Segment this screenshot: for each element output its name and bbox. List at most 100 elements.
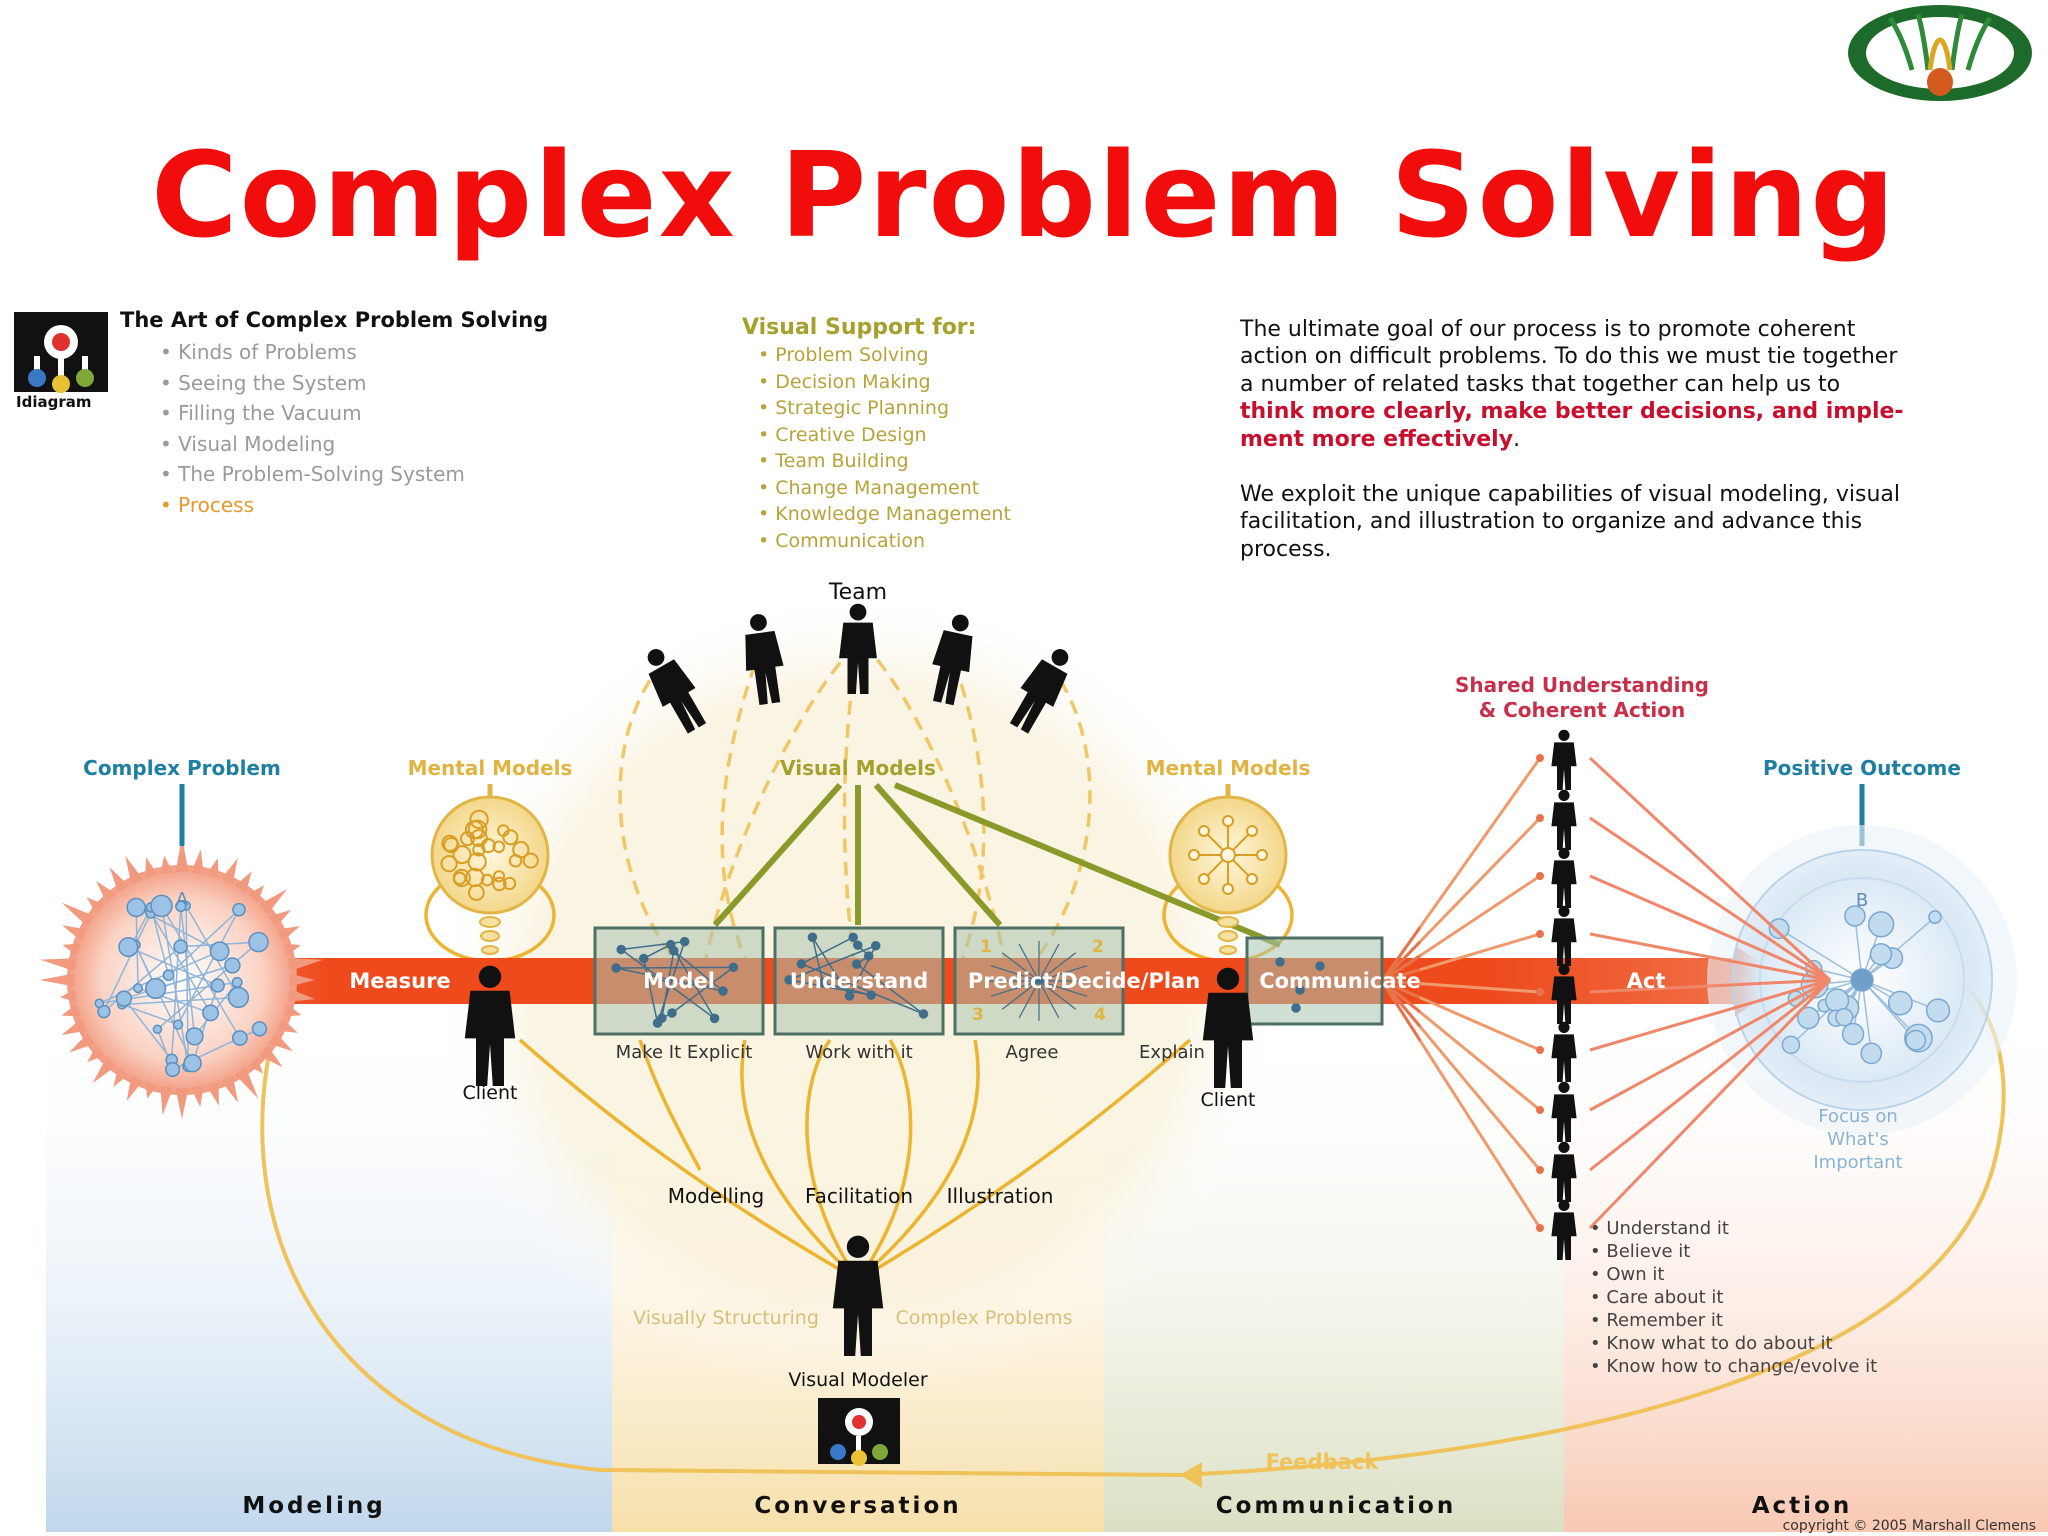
burst-link [103, 912, 152, 1012]
decision-ray [1038, 980, 1077, 1010]
return-arrow [1381, 954, 1421, 983]
return-arrow [1381, 979, 1421, 999]
visual-modeler-person [832, 1235, 884, 1356]
team-member [839, 603, 877, 694]
box-network-link [670, 944, 716, 1019]
box-network-node [667, 1008, 677, 1018]
modelling-label: Modelling [668, 1184, 765, 1208]
box-network-link [801, 963, 924, 1015]
person-head [1558, 789, 1570, 801]
arrow-tip [1536, 1224, 1544, 1232]
person-head [647, 649, 665, 666]
team-member [1009, 649, 1069, 734]
burst-node [162, 969, 175, 982]
box-network-node [679, 936, 690, 947]
person-body [1551, 1034, 1577, 1082]
person-body [1551, 976, 1577, 1024]
idiagram-item[interactable]: • Kinds of Problems [160, 340, 357, 364]
burst-node [248, 931, 269, 953]
outcome-node [1844, 905, 1866, 927]
mental-models-left-label: Mental Models [408, 756, 573, 780]
mental-model-bubble [469, 809, 489, 830]
person-head [478, 965, 502, 988]
burst-spike [145, 857, 158, 879]
burst-link [134, 944, 194, 1064]
burst-spike [259, 1045, 283, 1068]
idiagram-logo-text: Idiagram [16, 393, 91, 411]
burst-node [164, 1061, 181, 1078]
burst-spike [206, 858, 219, 879]
box-network-link [811, 936, 851, 997]
person-body [932, 630, 973, 706]
quadrant-2: 2 [1092, 937, 1104, 957]
burst-link [170, 906, 182, 1060]
phase-action-label: Action [1752, 1493, 1853, 1519]
box-network-node [652, 1018, 663, 1028]
decision-ray [1038, 980, 1060, 1019]
burst-spike [175, 1087, 189, 1120]
stakeholder-person [1551, 963, 1577, 1024]
burst-node [118, 937, 139, 958]
explain-label: Explain [1139, 1042, 1205, 1063]
mental-model-bubble [508, 854, 523, 868]
person-body [745, 630, 784, 706]
mental-model-hub [1220, 847, 1236, 863]
burst-spike [277, 1018, 298, 1033]
burst-node [183, 1053, 202, 1073]
burst-link [121, 996, 239, 1006]
communicate-node [1315, 961, 1325, 971]
phase-communication-label: Communication [1216, 1493, 1456, 1519]
return-arrow [1380, 940, 1422, 983]
box-network-link [642, 958, 659, 1024]
coherent-action-label: & Coherent Action [1479, 698, 1686, 722]
idiagram-item[interactable]: • The Problem-Solving System [160, 462, 465, 486]
mental-model-node [1197, 824, 1210, 837]
mental-model-bubble [469, 829, 488, 848]
mental-model-node [1222, 883, 1234, 895]
stakeholder-person [1551, 729, 1577, 790]
visual-support-item: • Change Management [758, 477, 979, 499]
burst-spike [259, 888, 288, 915]
visual-support-item: • Problem Solving [758, 344, 929, 366]
quadrant-1: 1 [980, 937, 992, 957]
intro-period: . [1513, 427, 1520, 452]
person-body [832, 1260, 884, 1356]
make-explicit-label: Make It Explicit [616, 1042, 753, 1063]
person-head [750, 614, 767, 631]
client-right-label: Client [1200, 1089, 1255, 1111]
burst-spike [289, 973, 315, 987]
idiagram-item[interactable]: • Seeing the System [160, 371, 367, 395]
person-body [1551, 860, 1577, 908]
person-body [1551, 742, 1577, 790]
mental-model-node [1256, 849, 1268, 861]
arrow-tip [1536, 930, 1544, 938]
idiagram-item-current[interactable]: • Process [160, 493, 254, 517]
burst-spike [287, 988, 315, 1002]
step-sublabels: Make It Explicit Work with it Agree Expl… [616, 1042, 1205, 1063]
mental-model-node [1188, 849, 1200, 861]
mental-model-bubble [467, 819, 488, 840]
mental-model-bubble [440, 854, 458, 873]
outcome-node [1768, 918, 1790, 940]
box-network-node [728, 962, 739, 973]
act-label: Act [1627, 969, 1666, 993]
person-body [839, 622, 877, 694]
visual-support-item: • Creative Design [758, 424, 927, 446]
mental-model-bubble [467, 852, 487, 872]
decision-ray [1038, 952, 1077, 982]
burst-spike [283, 1004, 302, 1017]
burst-node [232, 902, 246, 917]
outcome-node [1905, 1029, 1927, 1051]
complex-problems-label: Complex Problems [896, 1307, 1073, 1329]
burst-node [126, 897, 146, 918]
burst-spike [61, 902, 95, 928]
idiagram-item[interactable]: • Filling the Vacuum [160, 401, 362, 425]
almc-logo [1848, 5, 2032, 101]
complex-problem-burst [39, 836, 323, 1120]
outcome-link [1790, 979, 1863, 1046]
person-body [1551, 1094, 1577, 1142]
idiagram-item[interactable]: • Visual Modeling [160, 432, 335, 456]
burst-node [224, 957, 241, 974]
act-arrow [1588, 756, 1832, 982]
arrow-tip [1536, 814, 1544, 822]
